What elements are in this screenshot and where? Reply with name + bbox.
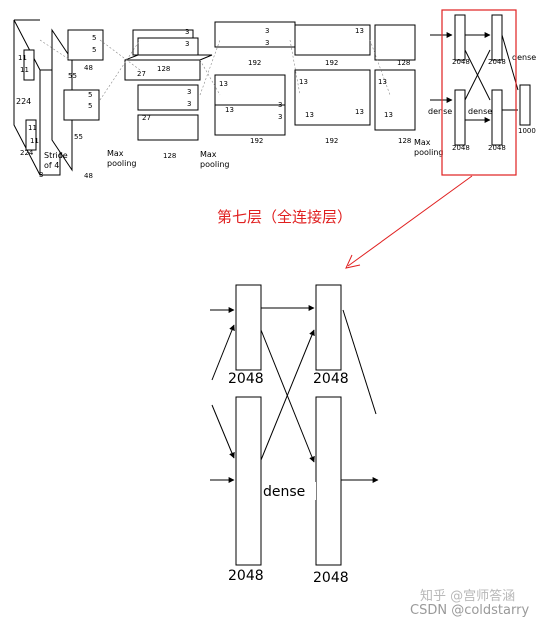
dim-label: 128 xyxy=(163,152,176,160)
dim-label: 3 xyxy=(185,40,189,48)
neuron-count-label: 2048 xyxy=(228,371,264,387)
neuron-count-label: 2048 xyxy=(313,570,349,586)
dim-label: 5 xyxy=(92,46,96,54)
dim-label: 13 xyxy=(355,108,364,116)
dim-label: 192 xyxy=(325,59,338,67)
dim-label: 27 xyxy=(142,114,151,122)
architecture-overview: 11 11 224 224 11 11 3 55 55 48 48 5 5 5 … xyxy=(13,14,536,180)
dim-label: 11 xyxy=(30,137,39,145)
dim-label: 11 xyxy=(18,54,27,62)
stride-label: of 4 xyxy=(44,161,59,170)
layer-caption: 第七层（全连接层） xyxy=(217,208,352,226)
neuron-count-label: 2048 xyxy=(313,371,349,387)
dim-label: 128 xyxy=(397,59,410,67)
dim-label: 13 xyxy=(384,111,393,119)
dim-label: 128 xyxy=(157,65,170,73)
dense-label: dense xyxy=(263,484,305,500)
dim-label: 11 xyxy=(20,66,29,74)
dim-label: 192 xyxy=(325,137,338,145)
dim-label: 13 xyxy=(378,78,387,86)
neuron-column-bottom-right xyxy=(315,396,342,566)
dim-label: 5 xyxy=(88,91,92,99)
dim-label: 3 xyxy=(265,39,269,47)
neuron-column-top-left xyxy=(235,284,262,371)
dim-label: 3 xyxy=(278,101,282,109)
dim-label: 13 xyxy=(355,27,364,35)
max-pooling-label: pooling xyxy=(200,160,229,169)
dim-label: 13 xyxy=(305,111,314,119)
dim-label: 5 xyxy=(88,102,92,110)
csdn-watermark: CSDN @coldstarry xyxy=(410,603,529,618)
dim-label: 55 xyxy=(68,72,77,80)
dim-label: 3 xyxy=(265,27,269,35)
highlight-box xyxy=(441,9,517,176)
dim-label: 128 xyxy=(398,137,411,145)
dim-label: 13 xyxy=(219,80,228,88)
dim-label: 3 xyxy=(187,100,191,108)
max-pooling-label: Max xyxy=(414,138,431,147)
conv1-block xyxy=(51,28,73,172)
dim-label: 224 xyxy=(16,97,31,106)
dim-label: 13 xyxy=(299,78,308,86)
neuron-column-top-right xyxy=(315,284,342,371)
dim-label: 192 xyxy=(248,59,261,67)
dim-label: 224 xyxy=(20,149,34,157)
dim-label: 3 xyxy=(185,28,189,36)
max-pooling-label: pooling xyxy=(107,159,136,168)
dim-label: 3 xyxy=(39,171,43,179)
pointer-line xyxy=(347,175,473,267)
dim-label: 2048 xyxy=(452,144,470,152)
dim-label: 11 xyxy=(28,124,37,132)
max-pooling-label: pooling xyxy=(414,148,443,157)
dim-label: 13 xyxy=(225,106,234,114)
zhihu-watermark: 知乎 @宫师答涵 xyxy=(420,588,515,604)
dim-label: 48 xyxy=(84,64,93,72)
dense-label: dense xyxy=(428,107,452,116)
neuron-column-bottom-left xyxy=(235,396,262,566)
dim-label: 192 xyxy=(250,137,263,145)
max-pooling-label: Max xyxy=(200,150,217,159)
dim-label: 55 xyxy=(74,133,83,141)
dense-label: dense xyxy=(512,53,536,62)
dim-label: 5 xyxy=(92,34,96,42)
dim-label: 3 xyxy=(278,113,282,121)
dense-label: dense xyxy=(468,107,492,116)
dim-label: 3 xyxy=(187,88,191,96)
dim-label: 2048 xyxy=(452,58,470,66)
dim-label: 27 xyxy=(137,70,146,78)
neuron-count-label: 2048 xyxy=(228,568,264,584)
stride-label: Stride xyxy=(44,151,68,160)
dim-label: 2048 xyxy=(488,58,506,66)
max-pooling-label: Max xyxy=(107,149,124,158)
dim-label: 48 xyxy=(84,172,93,180)
zoomed-dense-layer: 2048 2048 2048 2048 dense xyxy=(210,284,379,586)
dim-label: 1000 xyxy=(518,127,536,135)
dim-label: 2048 xyxy=(488,144,506,152)
